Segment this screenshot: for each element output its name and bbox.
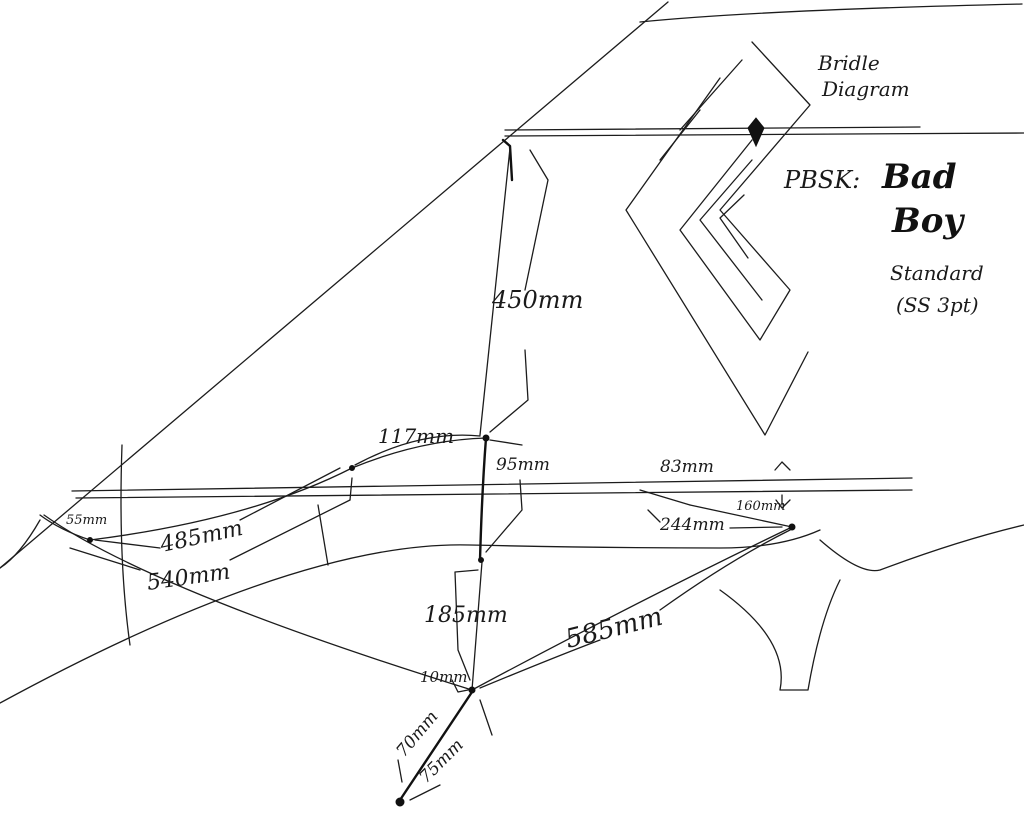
dim-right-leg: 244mm xyxy=(659,515,725,535)
pigtail-end xyxy=(395,797,405,807)
right-short-line xyxy=(639,489,691,506)
upper-left-line xyxy=(351,437,487,469)
ring-center xyxy=(478,557,484,563)
chevron-outer-2 xyxy=(679,59,743,131)
kite-name-line1: Bad xyxy=(881,157,957,197)
arrow-70 xyxy=(397,759,403,783)
chevron-big xyxy=(625,77,809,436)
diamond-marker xyxy=(747,117,765,148)
left-vertical-1 xyxy=(120,444,131,646)
arrow-10 xyxy=(451,679,469,693)
arrow-450 xyxy=(489,149,549,433)
tip-loop xyxy=(39,514,91,541)
dim-ring-gap: 10mm xyxy=(420,668,468,686)
arrow-95 xyxy=(485,439,523,553)
dim-right-tip: 160mm xyxy=(736,499,785,514)
arrow-585 xyxy=(479,529,791,689)
kite-variant: Standard xyxy=(890,261,984,285)
dim-left-mid: 485mm xyxy=(157,516,245,558)
kite-name-line2: Boy xyxy=(891,201,965,241)
spar-line xyxy=(71,477,913,492)
double-arrow-83 xyxy=(774,461,791,509)
left-long-line xyxy=(43,514,473,691)
dimension-labels: 450mm 117mm 95mm 83mm 160mm 244mm 485mm … xyxy=(66,286,785,788)
arrow-485 xyxy=(94,467,353,549)
left-mid-line xyxy=(89,467,353,541)
dim-upper-left: 117mm xyxy=(378,424,454,448)
arrow-117 xyxy=(354,434,481,466)
ring-left-tip xyxy=(87,537,93,543)
trailing-edge-curve xyxy=(0,529,821,704)
title-line2: Diagram xyxy=(821,77,910,101)
chevron-inner-2 xyxy=(719,194,749,259)
ring-upper-left xyxy=(349,465,355,471)
top-leg-line xyxy=(479,147,511,436)
keel-curve xyxy=(719,579,841,691)
spine-top-line xyxy=(504,126,921,131)
arrow-185 xyxy=(454,569,479,681)
arrow-540 xyxy=(69,499,351,571)
right-tip-line xyxy=(689,504,793,528)
chevron-graphic xyxy=(625,41,811,436)
ring-right xyxy=(788,523,796,531)
chevron-small xyxy=(659,109,701,161)
kite-outline xyxy=(0,1,1024,704)
kite-variant-detail: (SS 3pt) xyxy=(896,293,979,317)
ring-tow xyxy=(468,686,476,694)
dim-center-lower: 185mm xyxy=(424,603,508,628)
wing-lower-curve xyxy=(0,519,41,569)
center-lower-line xyxy=(471,561,483,691)
ring-top xyxy=(482,434,490,442)
spine-top-line-2 xyxy=(504,132,1024,137)
chevron-inner xyxy=(699,159,763,301)
leading-edge-line xyxy=(0,1,669,569)
title-block: Bridle Diagram PBSK: Bad Boy Standard (S… xyxy=(783,51,984,317)
dim-left-tip: 55mm xyxy=(66,513,107,528)
title-line1: Bridle xyxy=(817,51,880,75)
chevron-outer xyxy=(679,41,811,341)
dim-bottom-right-long: 585mm xyxy=(562,602,665,655)
bridle-lines xyxy=(39,138,796,807)
dim-pigtail-b: 75mm xyxy=(415,735,467,787)
arrow-75 xyxy=(409,699,493,801)
dimension-arrows xyxy=(69,149,791,801)
right-leg-line xyxy=(471,526,793,691)
center-upright xyxy=(478,436,488,562)
top-connector xyxy=(501,138,514,182)
dim-top-leg: 450mm xyxy=(491,286,583,314)
dim-center-gap: 95mm xyxy=(496,455,550,475)
lower-wing-curve xyxy=(819,524,1024,572)
pigtail-line xyxy=(398,690,474,802)
dim-right-short: 83mm xyxy=(660,457,714,477)
spar-line-2 xyxy=(75,489,913,499)
kite-prefix: PBSK: xyxy=(783,166,860,194)
top-edge-curve xyxy=(639,3,1023,23)
arrow-244 xyxy=(647,509,783,529)
